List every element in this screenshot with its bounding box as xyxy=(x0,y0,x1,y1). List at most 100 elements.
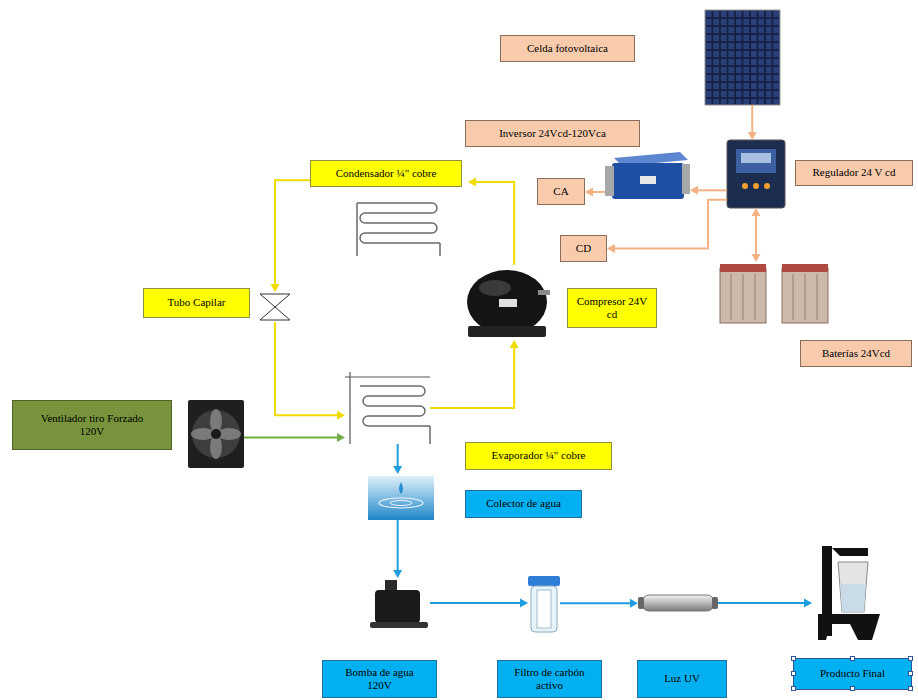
label-box: Compresor 24V cd xyxy=(567,288,657,328)
batteries xyxy=(720,264,828,323)
selection-handle xyxy=(908,671,913,676)
node-label: Colector de agua xyxy=(486,497,561,510)
arrow-head xyxy=(804,599,812,608)
battery-cells xyxy=(731,274,755,320)
battery xyxy=(720,268,766,323)
component-node: Tubo Capilar xyxy=(258,292,292,322)
label-box: Inversor 24Vcd-120Vca xyxy=(465,120,640,147)
water-ripple xyxy=(390,501,412,506)
water-ripple xyxy=(379,498,423,508)
flow-arrow xyxy=(430,598,528,607)
fan-ring xyxy=(192,410,240,458)
connector-line xyxy=(591,191,605,193)
connector-line xyxy=(696,189,727,191)
component-node: Colector de agua xyxy=(368,474,434,520)
node-label: Producto Final xyxy=(820,667,885,680)
node-label: Luz UV xyxy=(664,672,700,685)
flow-arrow xyxy=(430,340,519,408)
component-node: Ventilador tiro Forzado 120V xyxy=(188,400,244,468)
connector-line xyxy=(718,602,806,604)
component-node: Condensador ¼" cobre xyxy=(310,160,468,256)
component-node: Bomba de agua 120V xyxy=(368,578,430,630)
water-surface xyxy=(368,476,434,520)
component-node: Baterías 24Vcd xyxy=(718,262,830,324)
node-label: Bomba de agua 120V xyxy=(340,666,420,692)
glass xyxy=(838,562,868,612)
node-label: Celda fotovoltaica xyxy=(527,42,608,55)
label-box: Tubo Capilar xyxy=(143,288,250,318)
arrow-head xyxy=(271,284,280,292)
filter-cartridge xyxy=(537,590,551,628)
component-node: Evaporador ¼" cobre xyxy=(345,372,430,444)
dispenser-base xyxy=(818,614,880,640)
inverter xyxy=(605,152,690,199)
connector-line xyxy=(275,180,310,286)
arrow-head xyxy=(752,254,761,262)
arrow-head xyxy=(607,244,615,253)
node-label: Condensador ¼" cobre xyxy=(336,167,437,180)
flow-arrow xyxy=(748,105,757,140)
label-box: Baterías 24Vcd xyxy=(800,340,912,367)
uv-tube xyxy=(642,595,714,611)
arrow-head xyxy=(393,570,402,578)
uv-lamp xyxy=(638,595,718,611)
flow-arrow xyxy=(560,599,638,608)
flow-arrow xyxy=(468,178,514,265)
arrow-head xyxy=(393,466,402,474)
panel-cells xyxy=(706,11,779,104)
water-collector xyxy=(368,476,434,520)
evaporator-frame xyxy=(345,372,430,444)
compressor-highlight xyxy=(479,280,511,296)
selection-handle xyxy=(850,656,855,661)
flow-arrow xyxy=(275,322,345,420)
regulator-panel xyxy=(736,149,776,173)
battery-cells xyxy=(793,274,817,320)
node-label: Filtro de carbón activo xyxy=(504,666,595,692)
compressor-pipe xyxy=(538,290,550,295)
coil-tube xyxy=(360,386,430,444)
compressor-body xyxy=(467,270,547,334)
label-box: Regulador 24 V cd xyxy=(795,160,913,186)
flow-arrow xyxy=(585,188,605,197)
label-box: Bomba de agua 120V xyxy=(322,660,437,698)
component-node: Regulador 24 V cd xyxy=(727,140,785,208)
valve-bowtie xyxy=(260,294,290,320)
water-drop xyxy=(399,482,403,494)
label-box: Ventilador tiro Forzado 120V xyxy=(12,400,172,450)
flow-arrow xyxy=(393,444,402,474)
arrow-head xyxy=(748,132,757,140)
panel-frame xyxy=(705,10,780,105)
battery xyxy=(782,268,828,323)
label-box: Celda fotovoltaica xyxy=(500,35,635,62)
filter-cap xyxy=(528,576,560,586)
flow-arrow xyxy=(271,180,311,292)
uv-cap xyxy=(712,597,718,609)
node-label: Evaporador ¼" cobre xyxy=(492,449,586,462)
selection-handle xyxy=(908,656,913,661)
compressor-tag xyxy=(499,299,517,307)
component-node: Luz UV xyxy=(638,592,718,614)
component-node: Celda fotovoltaica xyxy=(705,10,780,105)
arrow-head xyxy=(690,186,698,195)
connector-line xyxy=(397,520,399,572)
compressor xyxy=(467,270,550,337)
regulator-button xyxy=(742,183,748,189)
component-node: Filtro de carbón activo xyxy=(528,576,560,634)
connector-line xyxy=(244,436,339,438)
arrow-head xyxy=(630,599,638,608)
selection-handle xyxy=(791,656,796,661)
arrow-head xyxy=(468,178,476,187)
regulator-button xyxy=(753,183,759,189)
label-box: CD xyxy=(560,235,607,262)
connector-line xyxy=(474,182,514,265)
arrow-head xyxy=(337,411,345,420)
node-label: Tubo Capilar xyxy=(168,296,226,309)
selection-handle xyxy=(850,686,855,691)
selection-handle xyxy=(791,686,796,691)
connector-line xyxy=(755,214,757,256)
inverter-plate xyxy=(605,166,614,196)
coil-tube xyxy=(357,203,440,256)
